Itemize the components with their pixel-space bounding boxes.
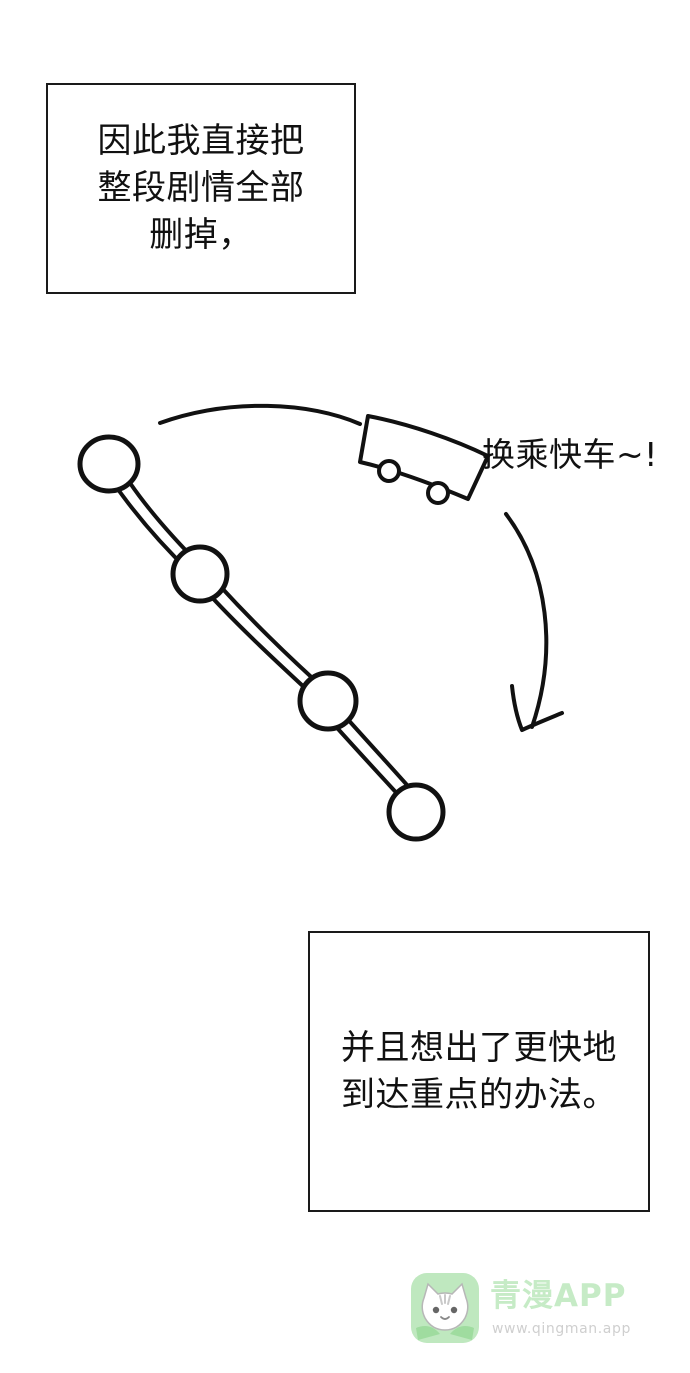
- station-dot-1: [77, 434, 141, 494]
- station-dot-3: [297, 670, 359, 732]
- caption-text-bottom: 并且想出了更快地 到达重点的办法。: [341, 1027, 617, 1115]
- station-dots: [77, 434, 446, 842]
- caption-text-top: 因此我直接把 整段剧情全部 删掉，: [97, 121, 305, 255]
- watermark: 青漫APP www.qingman.app: [408, 1270, 644, 1346]
- train-wheel-front: [377, 459, 401, 483]
- route-shortcut-illustration: [77, 403, 564, 842]
- caption-box-bottom: 并且想出了更快地 到达重点的办法。: [308, 931, 650, 1212]
- train-wheel-back: [426, 481, 450, 505]
- speech-text: 换乘快车~!: [482, 435, 658, 474]
- express-arc-left: [158, 403, 362, 426]
- train-car-icon: [358, 414, 490, 505]
- station-track: [115, 481, 417, 802]
- station-dot-4: [386, 782, 446, 842]
- cat-face-icon: [411, 1273, 479, 1343]
- arrow-head-icon: [510, 684, 564, 732]
- express-arc-right: [504, 512, 549, 729]
- watermark-url: www.qingman.app: [492, 1321, 631, 1337]
- station-dot-2: [170, 544, 230, 604]
- watermark-brand: 青漫APP: [490, 1278, 627, 1314]
- caption-box-top: 因此我直接把 整段剧情全部 删掉，: [46, 83, 356, 294]
